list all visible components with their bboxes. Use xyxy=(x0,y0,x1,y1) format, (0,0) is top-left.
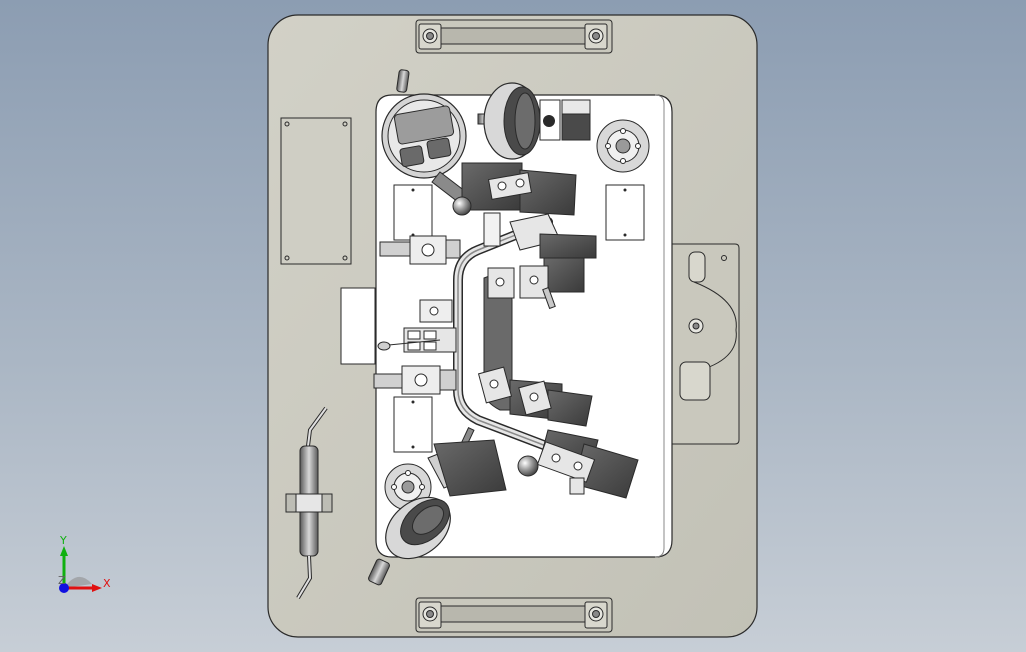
small-plate-upper-left xyxy=(393,184,433,241)
triad-x-label: X xyxy=(103,577,111,590)
triad-x-arrowhead xyxy=(92,584,102,592)
clamp-block-upper-mid xyxy=(487,213,597,310)
top-handle xyxy=(415,19,613,54)
small-plate-upper-right xyxy=(605,184,645,241)
probe-tool xyxy=(285,406,333,600)
axis-triad: Y X Z xyxy=(58,534,111,593)
digital-indicator-gauge xyxy=(381,69,471,206)
clamp-block-lower-mid xyxy=(477,366,593,427)
triad-plane-quadrant xyxy=(64,576,92,588)
triad-y-label: Y xyxy=(59,534,67,547)
triad-z-label: Z xyxy=(58,574,66,587)
workpiece-tube xyxy=(453,217,567,457)
bottom-handle xyxy=(415,597,613,633)
left-locator-lower xyxy=(373,365,457,395)
locator-flange-top-right xyxy=(596,119,650,173)
name-plate xyxy=(280,117,352,265)
left-side-block xyxy=(340,287,376,365)
dial-indicator-top xyxy=(477,82,591,160)
left-locator-upper xyxy=(379,235,461,265)
left-locator-mid xyxy=(377,299,457,353)
right-bracket xyxy=(671,243,740,445)
small-plate-lower-left xyxy=(393,396,433,453)
triad-y-arrowhead xyxy=(60,546,68,556)
triad-z-axis xyxy=(59,583,69,593)
clamp-block-bottom xyxy=(433,429,639,499)
clamp-block-top xyxy=(452,162,577,247)
